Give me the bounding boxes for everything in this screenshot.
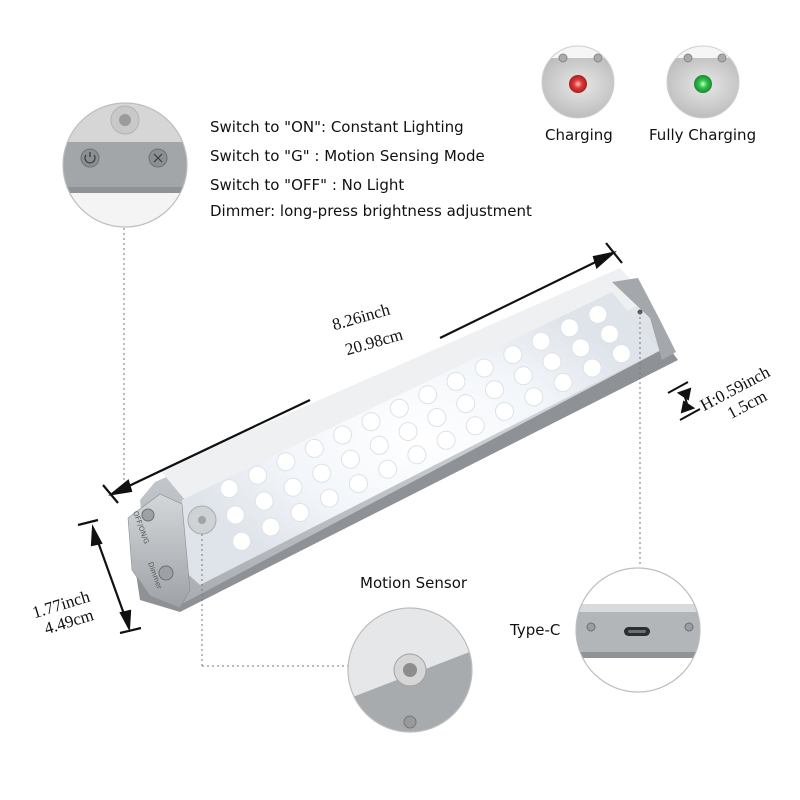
led-chip bbox=[474, 358, 494, 378]
led-chip bbox=[232, 531, 252, 551]
led-chip bbox=[465, 416, 485, 436]
instruction-off: Switch to "OFF" : No Light bbox=[210, 176, 405, 194]
led-chip bbox=[304, 438, 324, 458]
led-chip bbox=[312, 463, 332, 483]
led-chip bbox=[369, 435, 389, 455]
instruction-dimmer: Dimmer: long-press brightness adjustment bbox=[210, 202, 532, 220]
length-dimension bbox=[102, 242, 623, 504]
light-bar: OFF/ON/G Dimmer bbox=[127, 268, 678, 612]
led-chip bbox=[513, 366, 533, 386]
led-chip bbox=[333, 425, 353, 445]
led-array bbox=[219, 304, 631, 551]
led-chip bbox=[341, 449, 360, 469]
led-chip bbox=[219, 479, 239, 499]
motion-sensor-callout bbox=[347, 607, 473, 733]
led-chip bbox=[588, 304, 608, 324]
type-c-callout bbox=[575, 567, 701, 693]
led-chip bbox=[398, 422, 418, 441]
instruction-on: Switch to "ON": Constant Lighting bbox=[210, 118, 464, 136]
led-chip bbox=[427, 408, 447, 427]
led-chip bbox=[349, 474, 368, 494]
led-chip bbox=[611, 344, 631, 364]
led-chip bbox=[524, 387, 544, 407]
power-switch-icon bbox=[141, 508, 155, 522]
led-chip bbox=[283, 477, 303, 497]
led-chip bbox=[225, 505, 245, 525]
height-dimension bbox=[667, 381, 701, 421]
led-chip bbox=[456, 394, 476, 414]
led-chip bbox=[571, 338, 591, 358]
dimmer-button-icon bbox=[158, 565, 174, 581]
led-chip bbox=[276, 452, 296, 472]
switch-detail-callout bbox=[62, 102, 188, 228]
led-chip bbox=[495, 401, 514, 421]
led-chip bbox=[248, 465, 267, 485]
led-chip bbox=[290, 503, 310, 522]
led-chip bbox=[582, 358, 602, 378]
led-chip bbox=[600, 324, 620, 344]
led-chip bbox=[261, 517, 281, 537]
green-led-icon bbox=[694, 75, 712, 93]
led-chip bbox=[560, 318, 579, 338]
led-chip bbox=[553, 373, 573, 392]
led-chip bbox=[361, 412, 381, 432]
led-chip bbox=[319, 488, 339, 508]
led-chip bbox=[378, 459, 398, 479]
led-chip bbox=[485, 380, 504, 400]
led-chip bbox=[407, 445, 427, 465]
red-led-icon bbox=[569, 75, 587, 93]
led-chip bbox=[389, 398, 409, 418]
led-chip bbox=[531, 331, 551, 351]
led-chip bbox=[446, 371, 466, 391]
width-dimension bbox=[77, 518, 142, 635]
led-chip bbox=[503, 345, 523, 365]
led-chip bbox=[436, 430, 456, 450]
motion-sensor-label: Motion Sensor bbox=[360, 574, 468, 592]
led-chip bbox=[418, 385, 438, 405]
led-chip bbox=[254, 491, 274, 511]
charging-label: Charging bbox=[545, 126, 613, 144]
left-end-cap bbox=[127, 493, 191, 609]
type-c-label: Type-C bbox=[510, 621, 561, 639]
led-chip bbox=[542, 352, 562, 372]
full-indicator-callout bbox=[666, 45, 740, 119]
fully-charging-label: Fully Charging bbox=[649, 126, 757, 144]
instruction-g: Switch to "G" : Motion Sensing Mode bbox=[210, 147, 485, 165]
charging-indicator-callout bbox=[541, 45, 615, 119]
